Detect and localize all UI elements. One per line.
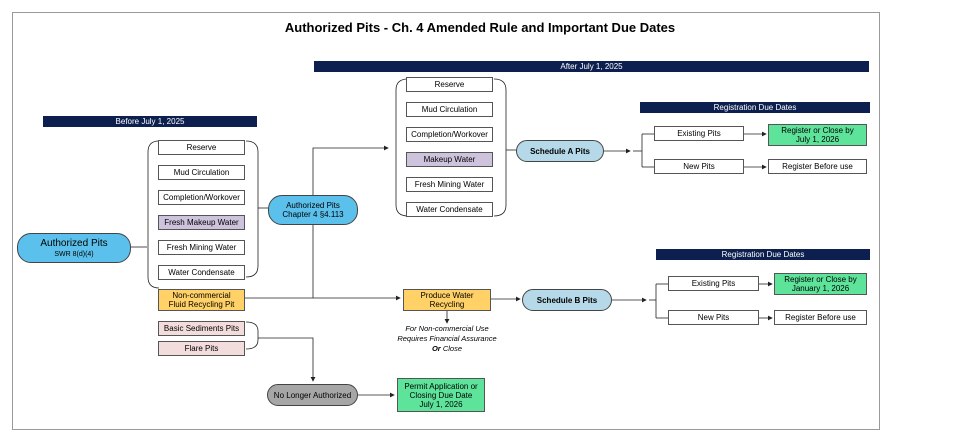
root-title: Authorized Pits [40,237,108,249]
note-line1: For Non-commercial Use [405,324,489,333]
after-bracket-left [395,78,409,217]
noncommercial-note: For Non-commercial Use Requires Financia… [384,324,510,354]
before-bracket-right [245,140,259,278]
permit-application-due: Permit Application or Closing Due Date J… [397,378,485,412]
before-banner: Before July 1, 2025 [43,116,257,127]
after-item-reserve: Reserve [406,77,493,92]
schedule-a-new-pits: New Pits [654,159,744,174]
produce-water-recycling: Produce Water Recycling [403,289,491,311]
after-bracket-right [493,78,507,217]
schedule-a-existing-due: Register or Close by July 1, 2026 [768,124,867,146]
chapter4-line2: Chapter 4 §4.113 [282,210,344,219]
after-item-mud-circulation: Mud Circulation [406,102,493,117]
schedule-b-pits: Schedule B Pits [522,289,612,311]
note-or: Or [431,344,441,353]
schedule-a-new-due: Register Before use [768,159,867,174]
after-item-water-condensate: Water Condensate [406,202,493,217]
registration-banner-b: Registration Due Dates [656,249,870,260]
to-no-longer-line [258,337,316,382]
schedule-a-existing-pits: Existing Pits [654,126,744,141]
basic-sediments-pits: Basic Sediments Pits [158,321,245,336]
no-longer-authorized: No Longer Authorized [267,384,358,406]
after-item-makeup-water: Makeup Water [406,152,493,167]
schedule-b-existing-pits: Existing Pits [668,276,759,291]
schedule-a-pits: Schedule A Pits [516,140,604,162]
before-item-water-condensate: Water Condensate [158,265,245,280]
sediment-bracket [245,321,259,350]
diagram-frame [12,12,880,430]
before-item-mud-circulation: Mud Circulation [158,165,245,180]
root-subtitle: SWR 8(d)(4) [54,250,94,258]
note-line2: Requires Financial Assurance [397,334,497,343]
note-close: Close [442,344,463,353]
registration-banner-a: Registration Due Dates [640,102,870,113]
after-banner: After July 1, 2025 [314,61,869,72]
before-item-completion-workover: Completion/Workover [158,190,245,205]
schedule-b-new-pits: New Pits [668,310,759,325]
chapter4-line1: Authorized Pits [286,201,340,210]
after-item-fresh-mining-water: Fresh Mining Water [406,177,493,192]
after-item-completion-workover: Completion/Workover [406,127,493,142]
authorized-pits-chapter4: Authorized Pits Chapter 4 §4.113 [268,195,358,225]
noncommercial-recycling-pit: Non-commercial Fluid Recycling Pit [158,289,245,311]
before-item-fresh-mining-water: Fresh Mining Water [158,240,245,255]
to-after-list-line [312,145,389,298]
schedule-b-existing-due: Register or Close by January 1, 2026 [774,273,867,295]
authorized-pits-root: Authorized Pits SWR 8(d)(4) [17,233,131,263]
before-bracket-left [147,140,160,289]
diagram-title: Authorized Pits - Ch. 4 Amended Rule and… [284,20,676,35]
flare-pits: Flare Pits [158,341,245,356]
before-item-fresh-makeup-water: Fresh Makeup Water [158,215,245,230]
before-item-reserve: Reserve [158,140,245,155]
schedule-b-new-due: Register Before use [774,310,867,325]
